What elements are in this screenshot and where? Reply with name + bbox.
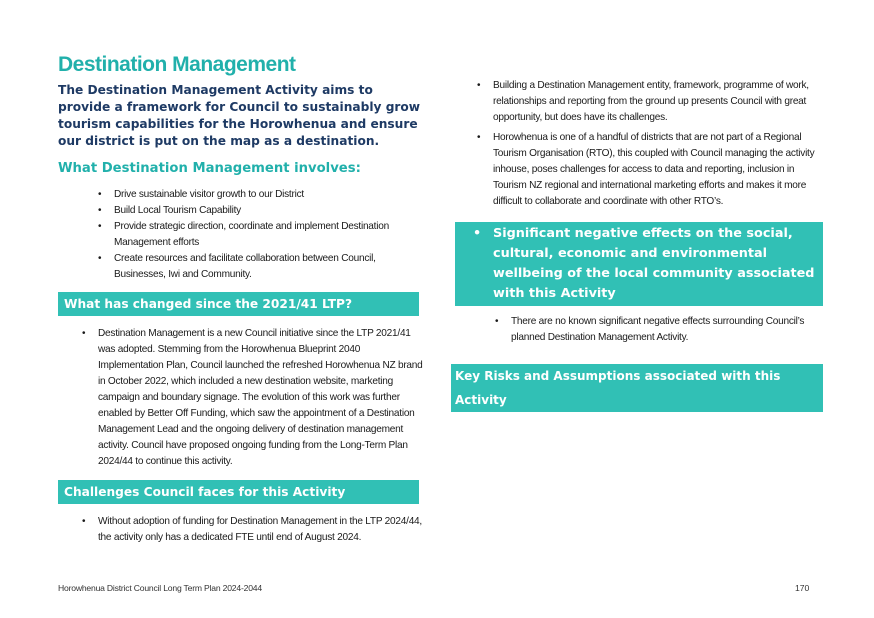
list-item: Without adoption of funding for Destinat…: [82, 514, 424, 546]
intro-paragraph: The Destination Management Activity aims…: [58, 83, 421, 148]
challenges-heading: Challenges Council faces for this Activi…: [58, 480, 419, 504]
risks-heading: Key Risks and Assumptions associated wit…: [451, 364, 823, 412]
involves-list: Drive sustainable visitor growth to our …: [98, 187, 424, 283]
list-item: Destination Management is a new Council …: [82, 326, 424, 470]
list-item: Create resources and facilitate collabor…: [98, 251, 424, 283]
list-item: Horowhenua is one of a handful of distri…: [477, 130, 823, 210]
list-item: Provide strategic direction, coordinate …: [98, 219, 424, 251]
list-item: There are no known significant negative …: [495, 314, 823, 346]
negative-effects-heading-text: Significant negative effects on the soci…: [493, 226, 815, 301]
page-number: 170: [795, 583, 810, 593]
challenges-list-right: Building a Destination Management entity…: [477, 78, 823, 210]
list-item: Build Local Tourism Capability: [98, 203, 424, 219]
involves-heading: What Destination Management involves:: [58, 161, 361, 176]
footer-text: Horowhenua District Council Long Term Pl…: [58, 583, 262, 593]
list-item: Building a Destination Management entity…: [477, 78, 823, 126]
right-column: Building a Destination Management entity…: [451, 78, 823, 412]
challenges-list-left: Without adoption of funding for Destinat…: [82, 514, 424, 546]
bullet-icon: •: [473, 226, 482, 241]
changed-list: Destination Management is a new Council …: [82, 326, 424, 470]
list-item: Drive sustainable visitor growth to our …: [98, 187, 424, 203]
page-title: Destination Management: [58, 53, 296, 76]
left-column: Destination Management The Destination M…: [58, 52, 424, 546]
negative-effects-list: There are no known significant negative …: [495, 314, 823, 346]
changed-heading: What has changed since the 2021/41 LTP?: [58, 292, 419, 316]
negative-effects-heading: • Significant negative effects on the so…: [455, 222, 823, 306]
